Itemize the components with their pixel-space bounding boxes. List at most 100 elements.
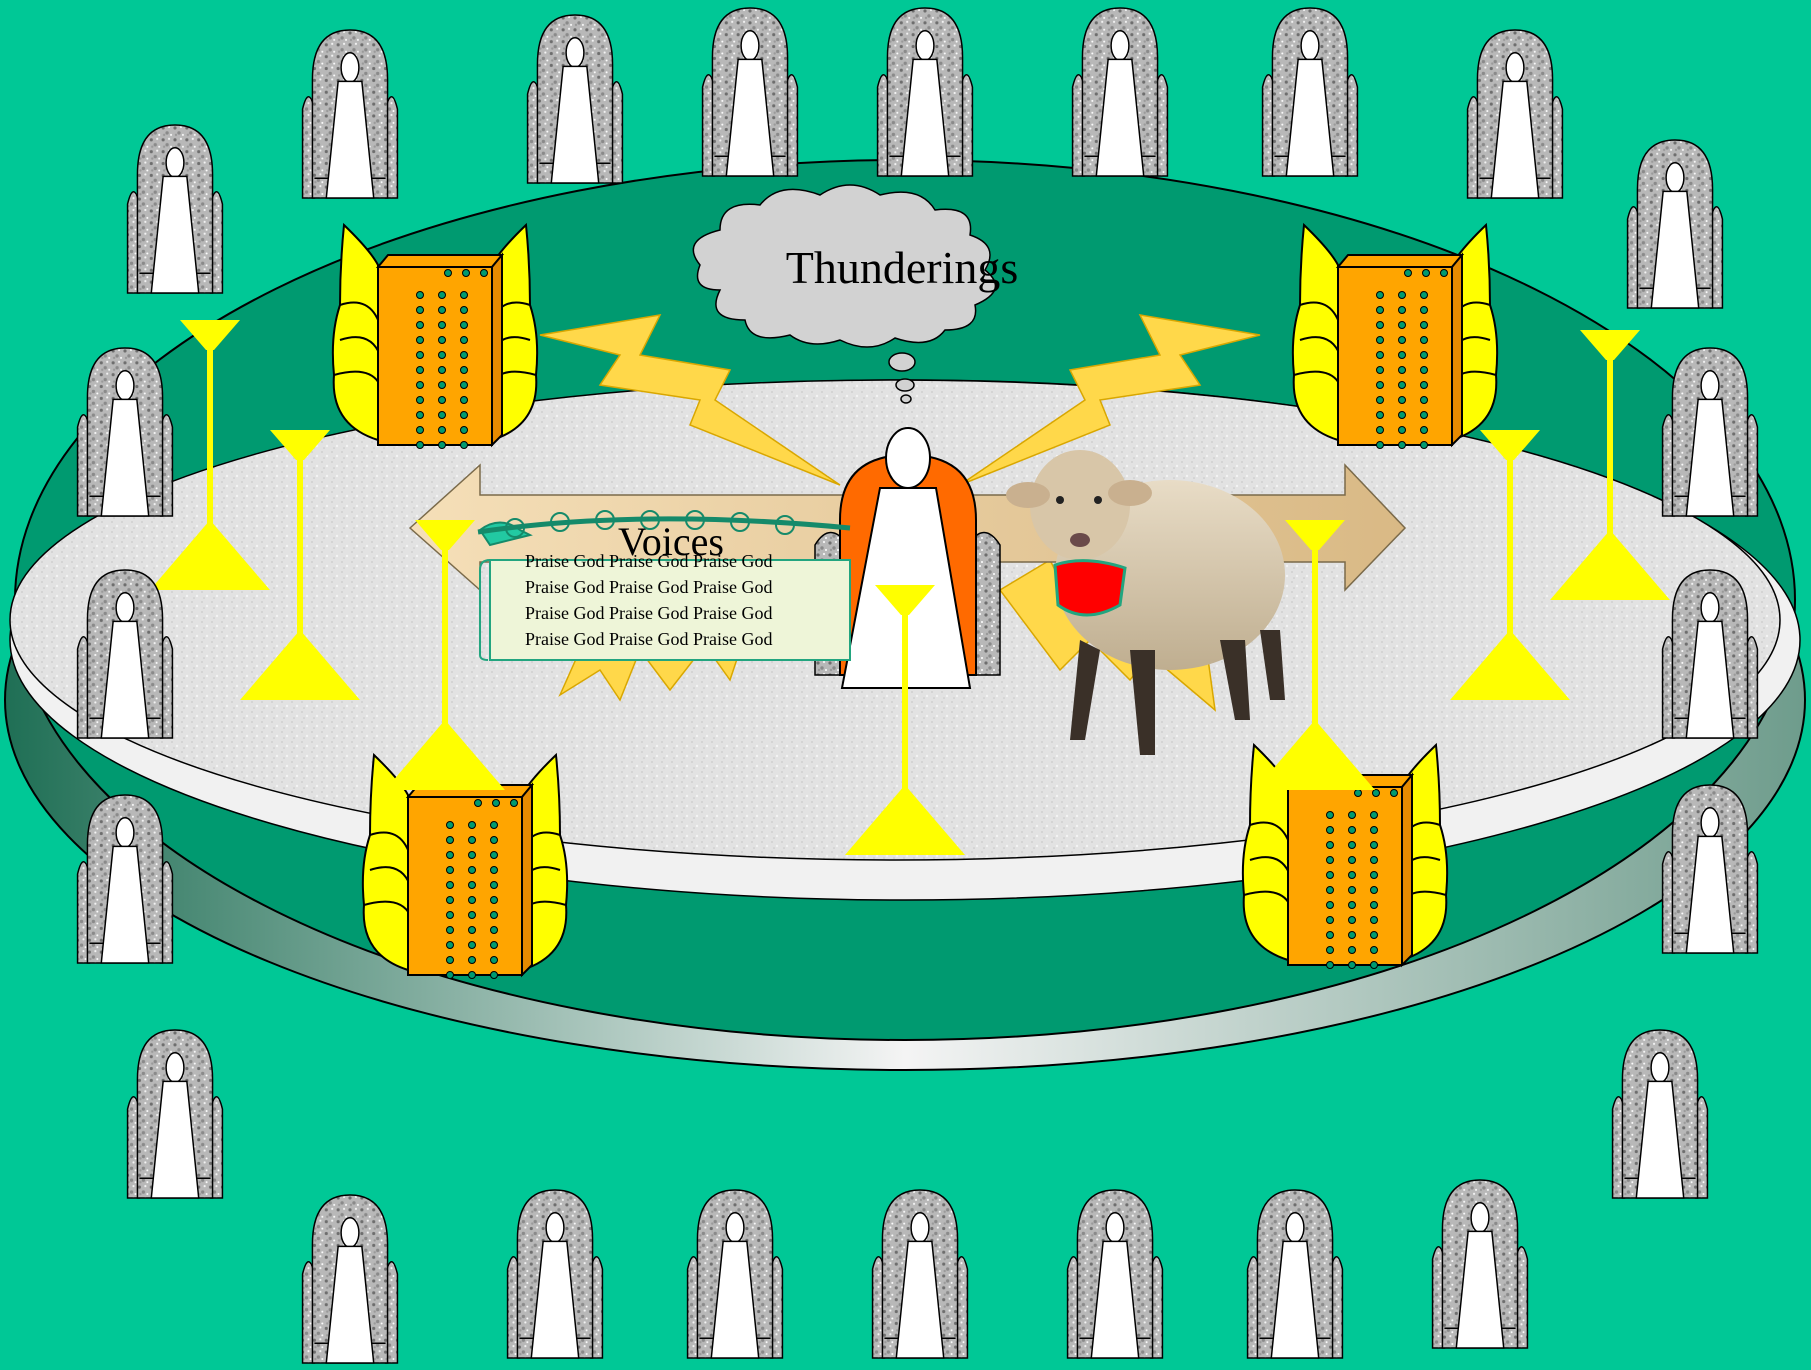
- eye-dot: [439, 307, 446, 314]
- eye-dot: [1349, 842, 1356, 849]
- elder-throne-icon: [1663, 785, 1758, 953]
- eye-dot: [447, 897, 454, 904]
- eye-dot: [461, 442, 468, 449]
- elder-throne-icon: [508, 1190, 603, 1358]
- eye-dot: [447, 912, 454, 919]
- eye-dot: [439, 442, 446, 449]
- eye-dot: [1399, 292, 1406, 299]
- eye-dot: [469, 867, 476, 874]
- eye-dot: [1421, 427, 1428, 434]
- eye-dot: [491, 867, 498, 874]
- elder-throne-icon: [303, 1195, 398, 1363]
- eye-dot: [1349, 872, 1356, 879]
- elder-throne-icon: [703, 8, 798, 176]
- scroll-line-2: Praise God Praise God Praise God: [525, 577, 772, 597]
- elder-throne-icon: [78, 570, 173, 738]
- eye-dot: [1349, 902, 1356, 909]
- eye-dot: [417, 352, 424, 359]
- eye-dot: [491, 882, 498, 889]
- eye-dot: [463, 270, 470, 277]
- eye-dot: [481, 270, 488, 277]
- eye-dot: [1399, 427, 1406, 434]
- eye-dot: [1377, 382, 1384, 389]
- eye-dot: [469, 912, 476, 919]
- eye-dot: [469, 852, 476, 859]
- elder-throne-icon: [688, 1190, 783, 1358]
- eye-dot: [1327, 872, 1334, 879]
- eye-dot: [417, 412, 424, 419]
- eye-dot: [491, 972, 498, 979]
- eye-dot: [1391, 790, 1398, 797]
- eye-dot: [1327, 917, 1334, 924]
- eye-dot: [447, 867, 454, 874]
- eye-dot: [1399, 397, 1406, 404]
- eye-dot: [1399, 442, 1406, 449]
- eye-dot: [1377, 412, 1384, 419]
- eye-dot: [1371, 887, 1378, 894]
- lamb-bib: [1055, 561, 1125, 615]
- eye-dot: [1377, 397, 1384, 404]
- eye-dot: [1349, 932, 1356, 939]
- elder-throne-icon: [1628, 140, 1723, 308]
- elder-throne-icon: [1613, 1030, 1708, 1198]
- scroll-line-1: Praise God Praise God Praise God: [525, 551, 772, 571]
- elder-throne-icon: [1263, 8, 1358, 176]
- eye-dot: [1371, 902, 1378, 909]
- eye-dot: [1371, 932, 1378, 939]
- eye-dot: [439, 367, 446, 374]
- eye-dot: [1421, 412, 1428, 419]
- scroll-line-3: Praise God Praise God Praise God: [525, 603, 772, 623]
- elder-throne-icon: [1068, 1190, 1163, 1358]
- eye-dot: [1421, 337, 1428, 344]
- eye-dot: [475, 800, 482, 807]
- elder-throne-icon: [128, 1030, 223, 1198]
- eye-dot: [1327, 887, 1334, 894]
- eye-dot: [461, 352, 468, 359]
- elder-throne-icon: [873, 1190, 968, 1358]
- eye-dot: [469, 927, 476, 934]
- eye-dot: [439, 352, 446, 359]
- living-creature-icon: [1293, 225, 1497, 445]
- eye-dot: [447, 957, 454, 964]
- eye-dot: [417, 427, 424, 434]
- eye-dot: [1371, 842, 1378, 849]
- eye-dot: [461, 412, 468, 419]
- eye-dot: [1371, 947, 1378, 954]
- eye-dot: [417, 367, 424, 374]
- eye-dot: [417, 322, 424, 329]
- eye-dot: [469, 972, 476, 979]
- eye-dot: [417, 442, 424, 449]
- eye-dot: [1377, 442, 1384, 449]
- elder-throne-icon: [1433, 1180, 1528, 1348]
- eye-dot: [1377, 367, 1384, 374]
- eye-dot: [1441, 270, 1448, 277]
- elder-throne-icon: [1468, 30, 1563, 198]
- eye-dot: [1371, 827, 1378, 834]
- living-creature-icon: [333, 225, 537, 445]
- eye-dot: [417, 397, 424, 404]
- eye-dot: [1327, 812, 1334, 819]
- elder-throne-icon: [1248, 1190, 1343, 1358]
- eye-dot: [1349, 812, 1356, 819]
- eye-dot: [469, 882, 476, 889]
- eye-dot: [1327, 902, 1334, 909]
- eye-dot: [511, 800, 518, 807]
- eye-dot: [1371, 812, 1378, 819]
- eye-dot: [447, 972, 454, 979]
- eye-dot: [1399, 412, 1406, 419]
- eye-dot: [1349, 947, 1356, 954]
- eye-dot: [1349, 917, 1356, 924]
- eye-dot: [439, 292, 446, 299]
- eye-dot: [447, 837, 454, 844]
- eye-dot: [491, 837, 498, 844]
- eye-dot: [461, 382, 468, 389]
- eye-dot: [447, 822, 454, 829]
- eye-dot: [447, 927, 454, 934]
- eye-dot: [1399, 382, 1406, 389]
- eye-dot: [439, 337, 446, 344]
- eye-dot: [1421, 442, 1428, 449]
- elder-throne-icon: [1073, 8, 1168, 176]
- eye-dot: [417, 382, 424, 389]
- eye-dot: [1421, 352, 1428, 359]
